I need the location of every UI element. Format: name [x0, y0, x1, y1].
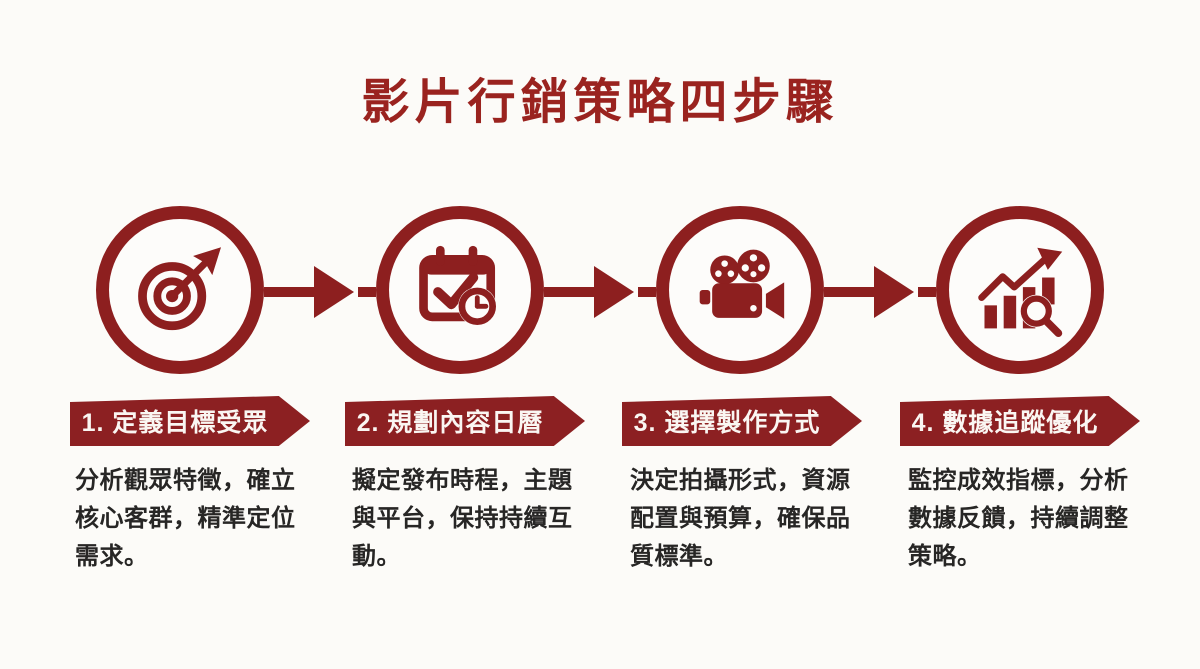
step1-label: 1. 定義目標受眾 [81, 409, 269, 437]
step2-banner: 2. 規劃內容日曆 [345, 396, 585, 446]
calendar-check-clock-icon [419, 245, 497, 326]
movie-camera-icon [699, 249, 785, 319]
step3-banner: 3. 選擇製作方式 [622, 396, 862, 446]
step2-description: 擬定發布時程，主題與平台，保持持續互動。 [352, 467, 573, 570]
target-arrow-icon [138, 247, 222, 331]
flow-arrow-icon [264, 266, 376, 318]
flow-arrow-icon [824, 266, 936, 318]
step2-label: 2. 規劃內容日曆 [356, 409, 544, 437]
step3-description: 決定拍攝形式，資源配置與預算，確保品質標準。 [630, 467, 851, 570]
step4-circle [936, 206, 1104, 374]
page-title: 影片行銷策略四步驟 [361, 76, 839, 129]
step4-description: 監控成效指標，分析數據反饋，持續調整策略。 [908, 467, 1129, 570]
growth-chart-magnifier-icon [978, 247, 1063, 338]
flow-arrow-icon [544, 266, 656, 318]
step3-circle [656, 206, 824, 374]
step2-circle [376, 206, 544, 374]
step1-banner: 1. 定義目標受眾 [70, 396, 310, 446]
step1-circle [96, 206, 264, 374]
step3-label: 3. 選擇製作方式 [633, 409, 821, 437]
step4-label: 4. 數據追蹤優化 [911, 409, 1099, 437]
step1-description: 分析觀眾特徵，確立核心客群，精準定位需求。 [75, 467, 296, 570]
step4-banner: 4. 數據追蹤優化 [900, 396, 1140, 446]
